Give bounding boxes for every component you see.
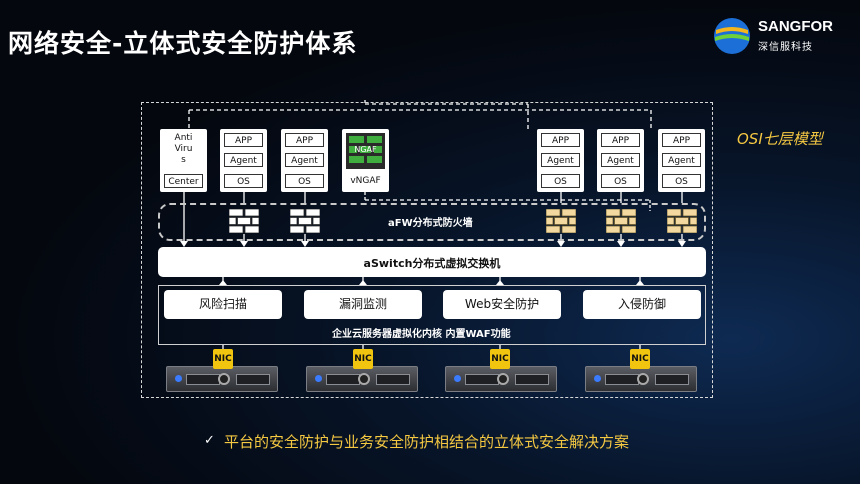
nic-badge: NIC [353, 349, 373, 369]
globe-icon [714, 18, 750, 54]
module-risk-scan: 风险扫描 [164, 290, 282, 319]
vm-antivirus-center: Anti Viru s Center [160, 129, 207, 192]
vm-vngaf-label: vNGAF [346, 174, 385, 188]
vm-agent-label: Agent [285, 153, 324, 167]
firewall-brick-icon [606, 209, 636, 233]
vm-app-2: APP Agent OS [281, 129, 328, 192]
nic-badge: NIC [213, 349, 233, 369]
vm-agent-label: Agent [541, 153, 580, 167]
vm-app-label: APP [662, 133, 701, 147]
vm-agent-label: Agent [601, 153, 640, 167]
firewall-brick-icon [290, 209, 320, 233]
vm-vngaf: NGAF vNGAF [342, 129, 389, 192]
vm-app-label: APP [601, 133, 640, 147]
osi-label: OSI七层模型 [737, 130, 823, 148]
vm-app-4: APP Agent OS [537, 129, 584, 192]
module-web-security: Web安全防护 [443, 290, 561, 319]
firewall-band [158, 203, 706, 241]
vm-agent-label: Agent [662, 153, 701, 167]
vm-app-label: APP [541, 133, 580, 147]
summary-text: 平台的安全防护与业务安全防护相结合的立体式安全解决方案 [224, 433, 630, 451]
server-icon [166, 366, 278, 392]
module-vuln-monitor: 漏洞监测 [304, 290, 422, 319]
page-title: 网络安全-立体式安全防护体系 [8, 29, 358, 58]
nic-badge: NIC [490, 349, 510, 369]
vm-app-label: APP [224, 133, 263, 147]
firewall-brick-icon [667, 209, 697, 233]
vm-app-5: APP Agent OS [597, 129, 644, 192]
server-icon [585, 366, 697, 392]
vm-app-label: APP [285, 133, 324, 147]
vm-os-label: OS [285, 174, 324, 188]
server-icon [445, 366, 557, 392]
ngaf-icon: NGAF [346, 133, 385, 169]
kernel-frame [158, 285, 706, 345]
vm-agent-label: Agent [224, 153, 263, 167]
logo-subtitle: 深信服科技 [758, 42, 813, 53]
firewall-label: aFW分布式防火墙 [388, 218, 473, 229]
module-intrusion-prevention: 入侵防御 [583, 290, 701, 319]
logo: SANGFOR 深信服科技 [712, 14, 852, 60]
vm-antivirus-center-label: Center [164, 174, 203, 188]
server-icon [306, 366, 418, 392]
vm-app-6: APP Agent OS [658, 129, 705, 192]
kernel-label: 企业云服务器虚拟化内核 内置WAF功能 [332, 329, 511, 340]
nic-badge: NIC [630, 349, 650, 369]
aswitch-label: aSwitch分布式虚拟交换机 [363, 257, 501, 270]
security-frame [141, 102, 713, 398]
firewall-brick-icon [229, 209, 259, 233]
check-icon: ✓ [204, 433, 215, 448]
vm-os-label: OS [224, 174, 263, 188]
vm-os-label: OS [541, 174, 580, 188]
firewall-brick-icon [546, 209, 576, 233]
vm-os-label: OS [601, 174, 640, 188]
logo-brand: SANGFOR [758, 18, 833, 35]
ngaf-badge: NGAF [354, 145, 377, 154]
vm-antivirus-label: Anti Viru s [174, 133, 193, 165]
vm-app-1: APP Agent OS [220, 129, 267, 192]
aswitch-bar: aSwitch分布式虚拟交换机 [158, 247, 706, 277]
vm-os-label: OS [662, 174, 701, 188]
